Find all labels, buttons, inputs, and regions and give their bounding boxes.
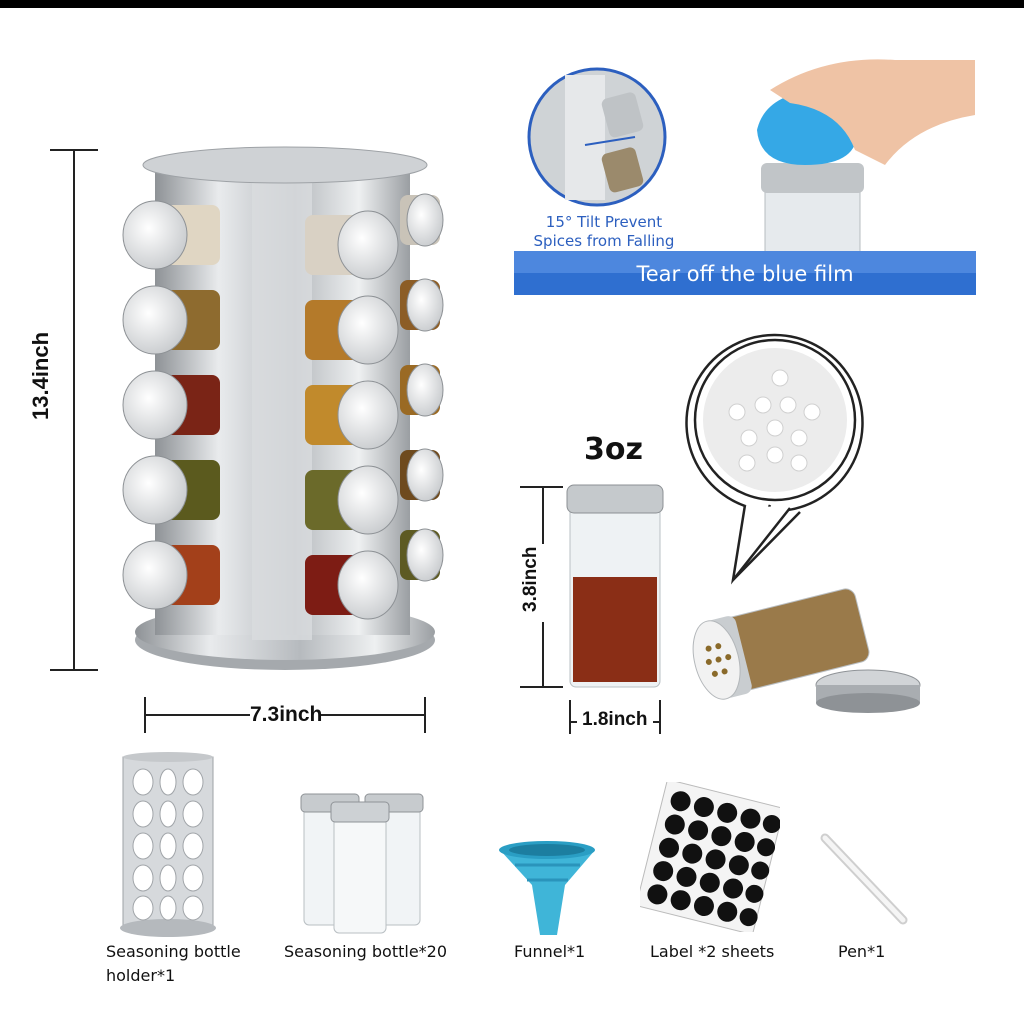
shaker-jar-lying-image [692,588,921,713]
seasoning-bottles-image [300,793,424,934]
item-label-sheets: Label *2 sheets [650,942,775,961]
capacity-label: 3oz [584,432,643,467]
item-label-bottles: Seasoning bottle*20 [284,942,448,961]
width-dimension-label: 7.3inch [250,703,323,726]
tear-film-banner: Tear off the blue film [514,251,976,295]
chalk-pen-image [820,833,908,925]
shaker-lid-callout [685,333,864,585]
item-label-funnel: Funnel*1 [514,942,586,961]
jar-width-label: 1.8inch [582,709,648,730]
item-label-pen: Pen*1 [838,942,886,961]
tilt-detail-image [527,67,667,207]
tilt-feature-line2: Spices from Falling [533,232,675,250]
tear-film-banner-text: Tear off the blue film [636,262,854,286]
height-dimension-label: 13.4inch [28,331,53,420]
item-label-holder: Seasoning bottle holder*1 [106,942,241,985]
tilt-feature-line1: 15° Tilt Prevent [545,213,663,231]
seasoning-bottle-holder-image [120,752,216,937]
jar-height-label: 3.8inch [520,546,541,612]
top-border [0,0,1024,8]
blue-film-jar-image [757,59,975,255]
funnel-image [499,841,595,935]
label-sheet-image [640,782,780,932]
rotating-spice-rack-image [50,146,444,733]
single-jar-image [520,484,664,734]
tilt-feature-text: 15° Tilt Prevent Spices from Falling [524,213,684,251]
